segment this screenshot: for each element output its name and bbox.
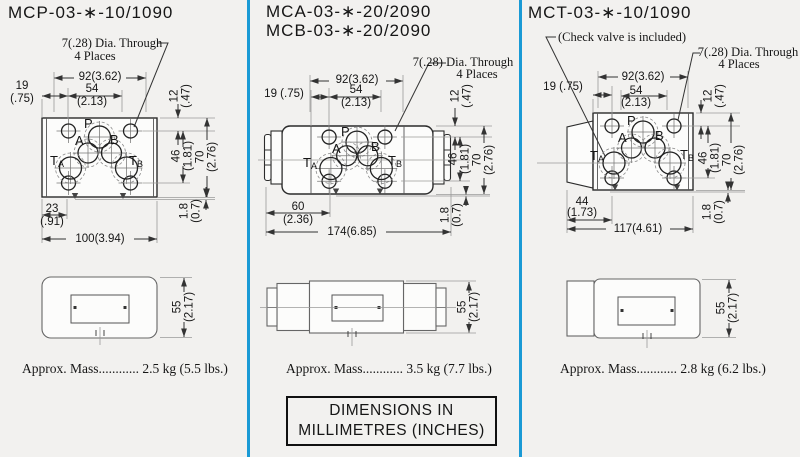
dim-outer-92: 92(3.62)	[335, 74, 379, 86]
dim-inner-54: 54	[349, 84, 363, 96]
dim-total-174: 174(6.85)	[327, 226, 377, 238]
port-label-p: P	[627, 113, 636, 128]
dim-side-55: 55(2.17)	[715, 292, 740, 324]
dim-height-70: 70(2.76)	[471, 144, 496, 176]
mct-side-view	[566, 278, 736, 348]
dia-callout-line1: 7(.28) Dia. Through	[412, 55, 514, 69]
dia-callout-line1: 7(.28) Dia. Through	[61, 36, 163, 50]
units-note-line1: DIMENSIONS IN	[329, 402, 454, 419]
port-label-ta: TA	[590, 148, 604, 164]
mca-mcb-top-view	[258, 62, 492, 236]
mcp-side-view	[41, 276, 192, 345]
dim-top-12: 12(.47)	[168, 84, 193, 108]
dim-side-55: 55(2.17)	[171, 291, 196, 323]
dia-callout-line2: 4 Places	[718, 57, 760, 71]
port-label-p: P	[341, 124, 350, 139]
column-divider	[519, 0, 522, 457]
column-divider	[247, 0, 250, 457]
check-valve-note: (Check valve is included)	[557, 30, 687, 44]
mass-note-mct: Approx. Mass............ 2.8 kg (6.2 lbs…	[560, 361, 766, 376]
dim-offset-in: (1.73)	[566, 207, 598, 219]
dia-callout-line2: 4 Places	[456, 67, 498, 81]
dim-offset-23: 23	[45, 203, 59, 215]
port-label-a: A	[332, 141, 341, 156]
dim-inner-in: (2.13)	[76, 96, 108, 108]
dim-holes-46: 46(1.81)	[170, 140, 195, 172]
dim-height-70: 70(2.76)	[194, 141, 219, 173]
dim-edge-in: (.75)	[10, 93, 34, 105]
port-label-tb: TB	[388, 153, 402, 169]
dim-offset-in: (2.36)	[282, 214, 314, 226]
port-label-ta: TA	[50, 153, 64, 169]
mass-note-mca: Approx. Mass............ 3.5 kg (7.7 lbs…	[286, 361, 492, 376]
port-label-b: B	[371, 139, 380, 154]
port-label-p: P	[84, 116, 93, 131]
dim-inner-54: 54	[85, 83, 99, 95]
dim-outer-92: 92(3.62)	[621, 71, 665, 83]
dim-lip-18: 1.8(0.7)	[178, 199, 203, 223]
port-label-b: B	[655, 128, 664, 143]
dim-side-55: 55(2.17)	[456, 291, 481, 323]
dim-top-12: 12(.47)	[702, 84, 727, 108]
model-title-mcp: MCP-03-∗-10/1090	[8, 3, 174, 22]
dim-edge-19: 19	[15, 80, 29, 92]
dim-offset-in: (.91)	[40, 216, 64, 228]
port-label-ta: TA	[303, 155, 317, 171]
port-label-a: A	[75, 133, 84, 148]
dim-edge-19: 19 (.75)	[264, 88, 304, 100]
dim-offset-60: 60	[291, 201, 305, 213]
dim-inner-in: (2.13)	[620, 97, 652, 109]
dia-callout-line2: 4 Places	[74, 49, 116, 63]
dim-outer-92: 92(3.62)	[78, 71, 122, 83]
dia-callout-line1: 7(.28) Dia. Through	[697, 45, 799, 59]
dim-edge-19: 19 (.75)	[543, 81, 583, 93]
dim-offset-44: 44	[575, 196, 589, 208]
units-note-box: DIMENSIONS IN MILLIMETRES (INCHES)	[286, 396, 497, 446]
port-label-tb: TB	[680, 147, 694, 163]
dim-holes-46: 46(1.81)	[697, 142, 722, 174]
model-title-mcb: MCB-03-∗-20/2090	[266, 21, 432, 40]
dim-height-70: 70(2.76)	[721, 144, 746, 176]
port-label-tb: TB	[129, 153, 143, 169]
dim-inner-54: 54	[629, 85, 643, 97]
mass-note-mcp: Approx. Mass............ 2.5 kg (5.5 lbs…	[22, 361, 228, 376]
dim-top-12: 12(.47)	[449, 84, 474, 108]
dim-holes-46: 46(1.81)	[447, 143, 472, 175]
model-title-mct: MCT-03-∗-10/1090	[528, 3, 692, 22]
dim-lip-18: 1.8(0.7)	[701, 200, 726, 224]
port-label-b: B	[110, 132, 119, 147]
model-title-mca: MCA-03-∗-20/2090	[266, 2, 432, 21]
port-pattern-circles	[54, 114, 686, 195]
port-label-a: A	[618, 130, 627, 145]
mca-mcb-side-view	[260, 280, 476, 346]
units-note-line2: MILLIMETRES (INCHES)	[298, 422, 485, 439]
dim-lip-18: 1.8(0.7)	[439, 203, 464, 227]
dim-total-100: 100(3.94)	[75, 233, 125, 245]
dim-inner-in: (2.13)	[340, 97, 372, 109]
dim-total-117: 117(4.61)	[613, 223, 663, 235]
